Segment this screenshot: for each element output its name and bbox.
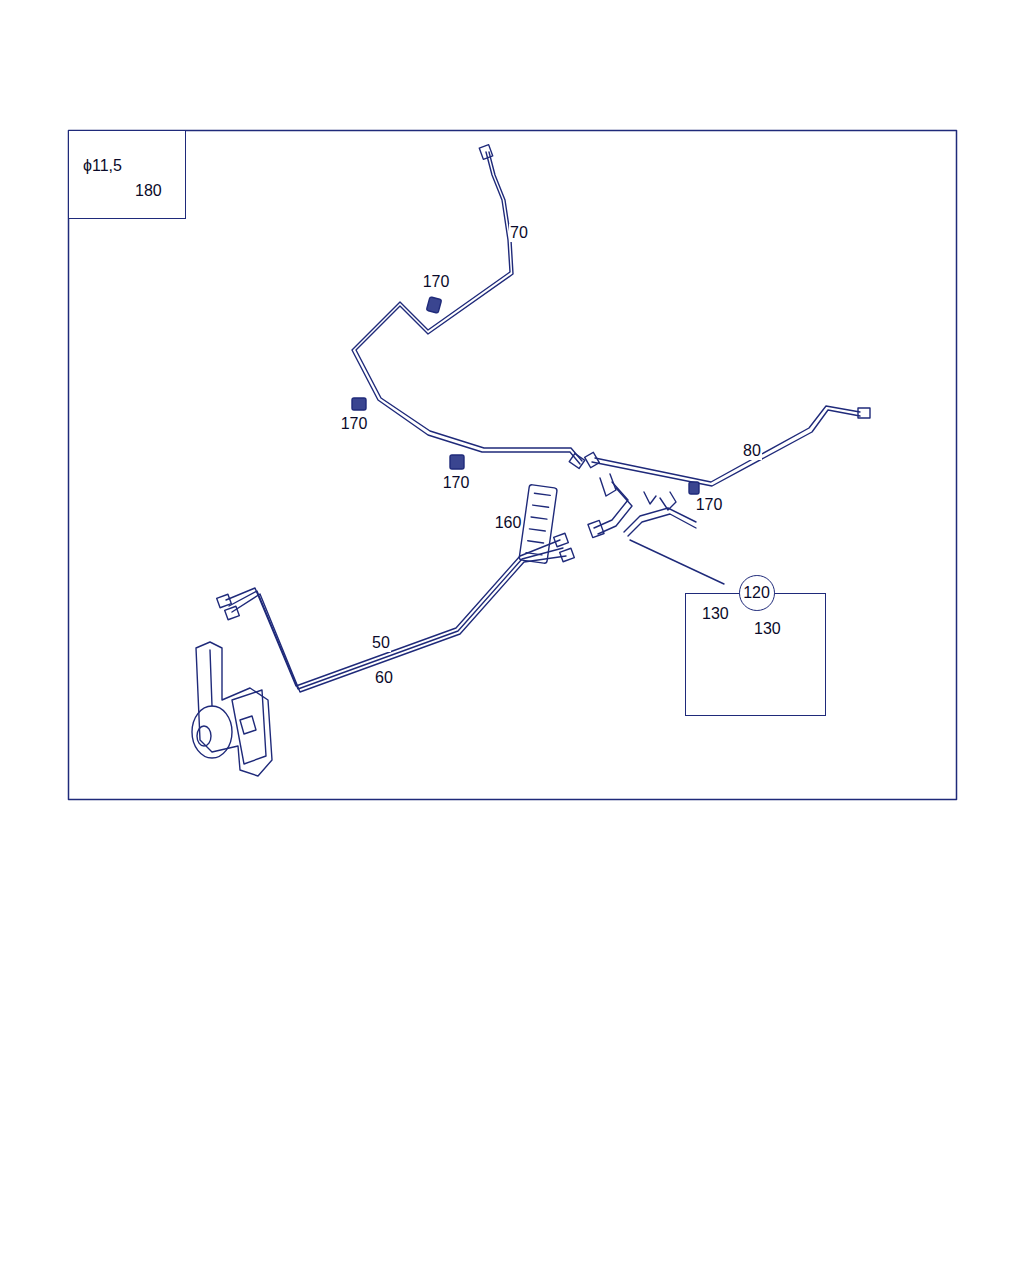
detail-box: ϕ11,5 180 <box>68 130 186 219</box>
dimension-text: ϕ11,5 <box>83 157 122 175</box>
detail-box: 130 130 <box>685 593 826 716</box>
callout-number: 80 <box>742 442 762 460</box>
callout-number: 120 <box>743 584 770 602</box>
dimension-text: 180 <box>135 182 162 200</box>
callout-number: 130 <box>754 620 781 638</box>
callout-number: 170 <box>422 273 451 291</box>
callout-number: 170 <box>695 496 724 514</box>
callout-number: 70 <box>509 224 529 242</box>
callout-number: 170 <box>442 474 471 492</box>
callout-number: 170 <box>340 415 369 433</box>
callout-number: 50 <box>371 634 391 652</box>
callout-circle: 120 <box>739 575 775 611</box>
callout-number: 160 <box>494 514 523 532</box>
callout-number: 60 <box>374 669 394 687</box>
callout-number: 130 <box>702 605 729 623</box>
